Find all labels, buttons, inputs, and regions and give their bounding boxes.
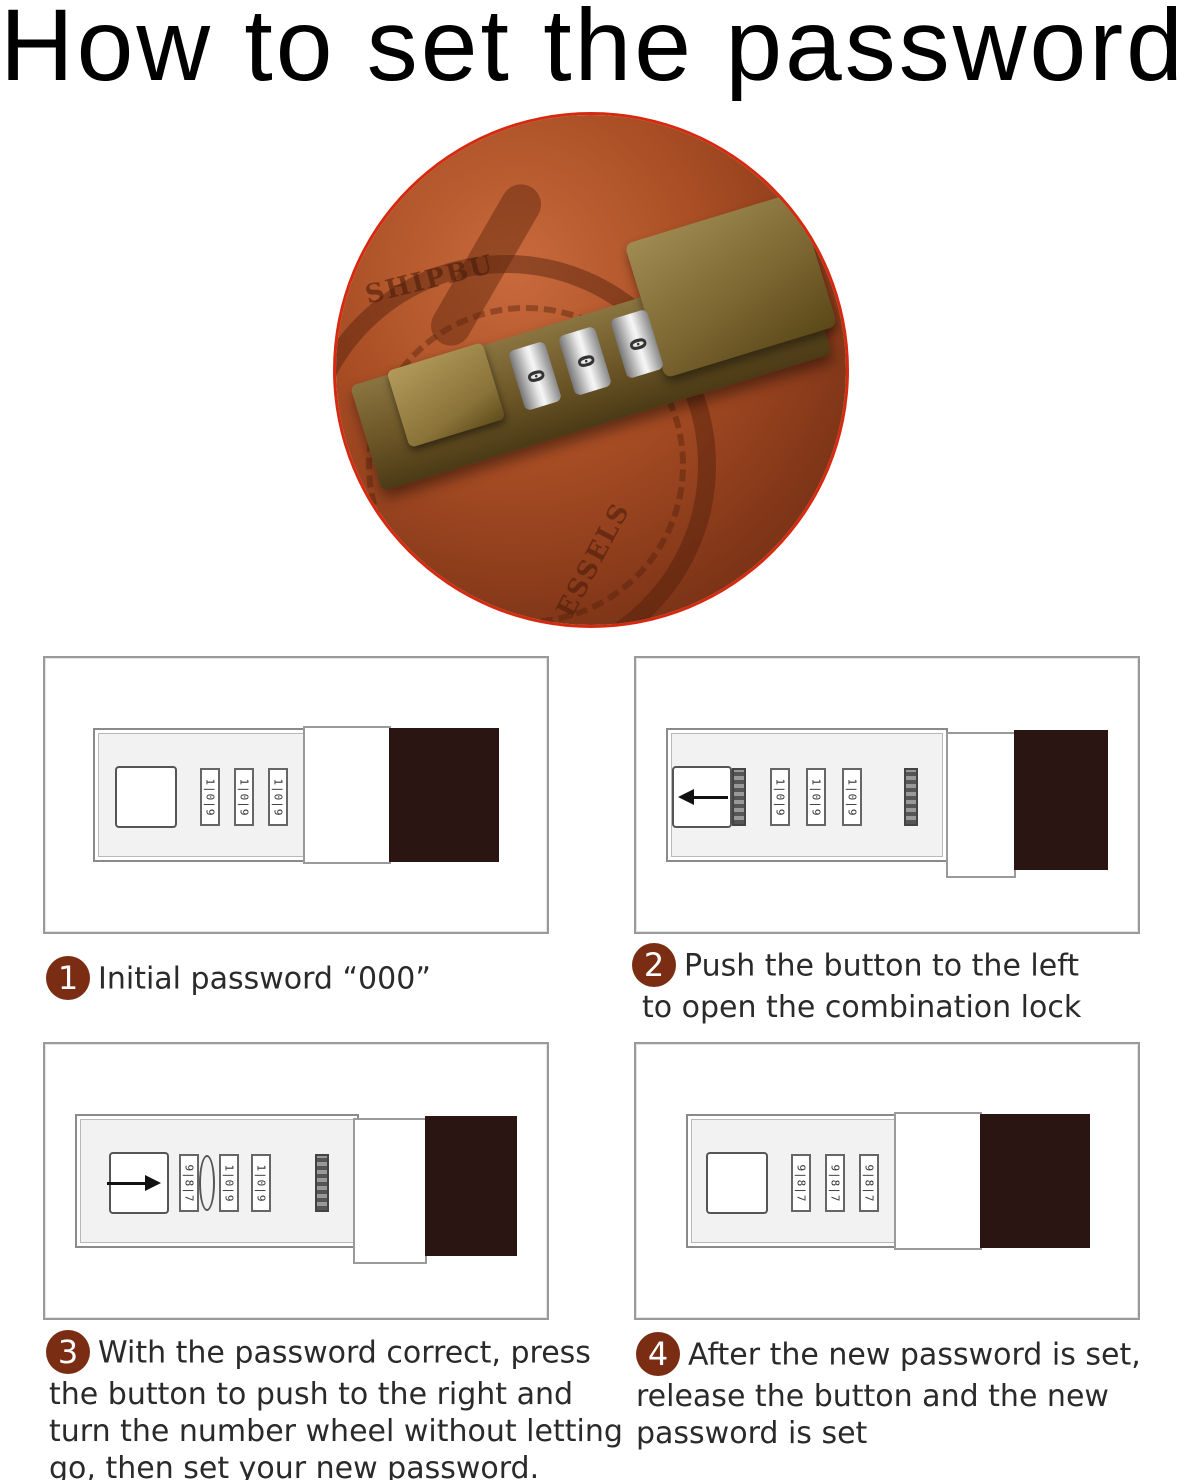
step-4-diagram: 9|8|7 9|8|7 9|8|7 — [634, 1042, 1140, 1320]
caption-line: to open the combination lock — [642, 990, 1082, 1025]
number-wheel: 1|0|9 — [770, 768, 790, 826]
number-wheel: 1|0|9 — [251, 1154, 271, 1212]
lock-cover — [946, 732, 1016, 878]
step-2-diagram: 1|0|9 1|0|9 1|0|9 — [634, 656, 1140, 934]
caption-line: Push the button to the left — [684, 948, 1080, 984]
step-3-diagram: 9|8|7 1|0|9 1|0|9 — [43, 1042, 549, 1320]
caption-line: release the button and the new — [636, 1379, 1109, 1414]
step-1-diagram: 1|0|9 1|0|9 1|0|9 — [43, 656, 549, 934]
latch-tongue — [732, 768, 746, 826]
strap — [425, 1116, 517, 1256]
number-wheel: 9|8|7 — [791, 1154, 811, 1212]
arrow-left-shaft — [694, 796, 728, 799]
page-title: How to set the password — [0, 0, 1180, 102]
strap — [389, 728, 499, 862]
ship-wheel-inner-emboss — [366, 305, 686, 625]
lock-cover — [303, 726, 391, 864]
step-4-badge: 4 — [636, 1332, 680, 1376]
number-wheel: 9|8|7 — [825, 1154, 845, 1212]
number-wheel: 1|0|9 — [219, 1154, 239, 1212]
strap — [1014, 730, 1108, 870]
caption-line: Initial password “000” — [98, 961, 431, 997]
step-1-badge: 1 — [46, 956, 90, 1000]
lock-cover — [894, 1112, 982, 1250]
caption-line: turn the number wheel without letting — [49, 1414, 623, 1449]
number-wheel: 1|0|9 — [268, 768, 288, 826]
step-2-badge: 2 — [632, 943, 676, 987]
push-button — [115, 766, 177, 828]
push-button — [706, 1152, 768, 1214]
number-wheel: 1|0|9 — [842, 768, 862, 826]
step-3-badge: 3 — [46, 1330, 90, 1374]
number-wheel: 1|0|9 — [806, 768, 826, 826]
caption-line: password is set — [636, 1416, 868, 1451]
rotate-icon — [199, 1155, 215, 1211]
latch-slot — [315, 1154, 329, 1212]
lock-cover — [353, 1118, 427, 1264]
caption-line: the button to push to the right and — [49, 1377, 574, 1412]
arrow-left-icon — [678, 789, 694, 805]
strap — [980, 1114, 1090, 1248]
arrow-right-icon — [145, 1175, 161, 1191]
lock-photo: SHIPBU ESSELS 0 0 0 — [336, 115, 846, 625]
latch-slot — [904, 768, 918, 826]
arrow-right-shaft — [107, 1182, 147, 1185]
number-wheel: 1|0|9 — [234, 768, 254, 826]
number-wheel: 9|8|7 — [859, 1154, 879, 1212]
caption-line: With the password correct, press — [98, 1335, 591, 1371]
number-wheel: 9|8|7 — [179, 1154, 199, 1212]
caption-line: After the new password is set, — [688, 1337, 1141, 1373]
number-wheel: 1|0|9 — [200, 768, 220, 826]
caption-line: go, then set your new password. — [49, 1451, 540, 1480]
